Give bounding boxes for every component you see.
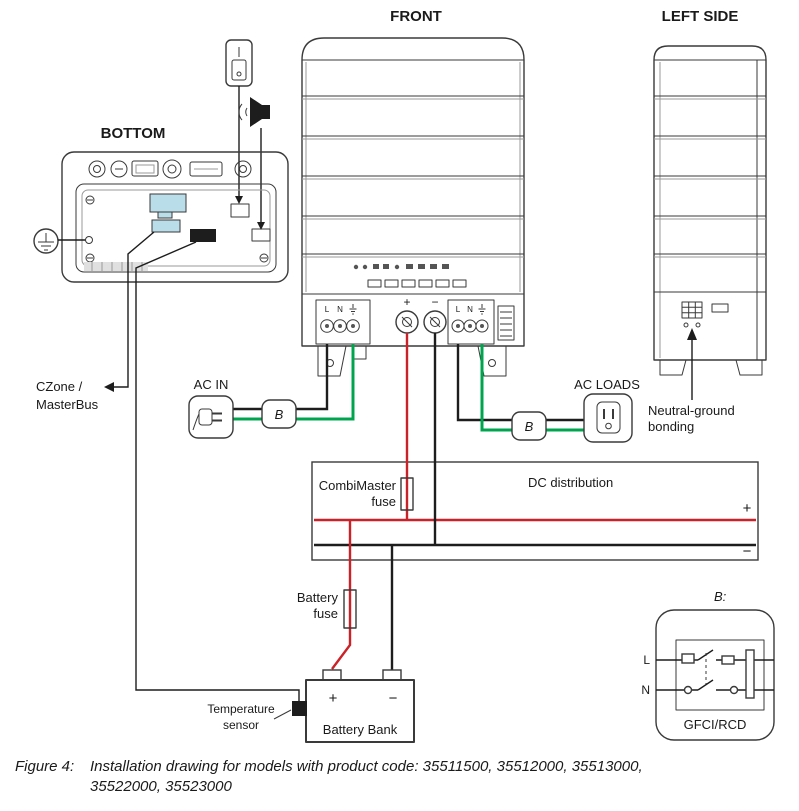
temperature-sensor-label-line1: Temperature: [207, 702, 275, 716]
battery-negative-post: [382, 669, 402, 681]
ac-in-line-wire: [233, 344, 329, 411]
front-mounting-feet: [317, 345, 507, 377]
figure-caption: Figure 4: Installation drawing for model…: [15, 758, 643, 795]
dc-bus-plus-label: +: [743, 500, 752, 517]
switch-cable-arrow: [235, 196, 243, 204]
ac-out-line-wire: [456, 344, 584, 422]
front-view-title: FRONT: [390, 8, 442, 25]
dc-distribution-outline: [311, 461, 759, 561]
battery-bank-group: + − Battery Bank Temperature sensor: [207, 669, 415, 743]
front-view: L N + − L N: [301, 37, 525, 377]
b-detail-title: B:: [714, 589, 727, 604]
temperature-sensor-label-line2: sensor: [223, 718, 259, 732]
b-inline-right: B: [511, 411, 547, 441]
dc-terminals: + −: [395, 295, 447, 334]
battery-fuse-symbol: [343, 589, 357, 629]
gfci-schematic: [656, 639, 774, 711]
speaker-port: [251, 228, 271, 242]
combimaster-fuse-label-line1: CombiMaster: [319, 478, 397, 493]
combimaster-fuse-symbol: [400, 477, 414, 511]
switch-port: [230, 203, 250, 218]
vent-grille: [84, 262, 148, 271]
battery-minus-label: −: [389, 690, 398, 707]
left-side-view: Neutral-ground bonding: [648, 45, 767, 434]
gfci-line-label: L: [643, 653, 650, 667]
caption-line2: 35522000, 35523000: [90, 778, 232, 795]
left-side-view-title: LEFT SIDE: [662, 8, 739, 25]
view-titles: FRONT LEFT SIDE BOTTOM: [101, 8, 739, 142]
battery-fuse-label-line2: fuse: [313, 606, 338, 621]
plug-icon: [192, 408, 222, 431]
remote-switch-icon: [225, 39, 253, 204]
ac-out-ground-wire: [480, 344, 584, 432]
combimaster-fuse-label-line2: fuse: [371, 494, 396, 509]
ac-input-terminal-block: L N: [315, 299, 371, 345]
front-vent-slots: [367, 279, 467, 288]
ac-loads-label: AC LOADS: [574, 377, 640, 392]
neutral-ground-label-line2: bonding: [648, 419, 694, 434]
status-indicator-row: [353, 264, 449, 270]
left-side-mounting-feet: [659, 359, 763, 376]
front-ribs: [302, 95, 524, 258]
b-box-left: [261, 399, 297, 429]
connection-panel: [75, 183, 277, 273]
dc-minus-terminal-label: −: [431, 295, 438, 309]
battery-positive-wire: [331, 520, 352, 670]
neutral-ground-arrow: [687, 328, 697, 340]
b-inline-left: B: [261, 399, 297, 429]
bottom-view-cutouts: [88, 159, 252, 179]
gfci-detail-group: B: L N GFCI/RCD: [641, 589, 775, 741]
b-box-right-label: B: [525, 419, 534, 434]
terminal-ground-icon: [349, 304, 357, 315]
gfci-neutral-label: N: [641, 683, 650, 697]
bottom-view: CZone / MasterBus: [33, 151, 300, 701]
outlet-icon: [596, 401, 621, 434]
ac-loads-group: AC LOADS: [574, 377, 640, 443]
ground-icon: [33, 228, 93, 254]
bonding-jumper-block: [681, 301, 729, 328]
neutral-ground-callout: Neutral-ground bonding: [648, 328, 735, 434]
czone-label-line2: MasterBus: [36, 397, 99, 412]
gfci-label: GFCI/RCD: [684, 717, 747, 732]
ac-in-group: AC IN: [188, 377, 234, 439]
caption-prefix: Figure 4:: [15, 758, 74, 775]
terminal-n-label: N: [337, 305, 343, 314]
left-side-housing: [653, 45, 767, 361]
b-box-right: [511, 411, 547, 441]
ac-loads-box: [583, 393, 633, 443]
bottom-view-title: BOTTOM: [101, 125, 166, 142]
ac-in-box: [188, 395, 234, 439]
battery-bank-label: Battery Bank: [323, 722, 398, 737]
speaker-cable-arrow: [257, 222, 265, 230]
temperature-sensor: [292, 701, 307, 716]
battery-plus-label: +: [329, 690, 338, 707]
battery-fuse-label-line1: Battery: [297, 590, 339, 605]
battery-positive-post: [322, 669, 342, 681]
left-side-ribs: [654, 95, 766, 258]
terminal-n-label: N: [467, 305, 473, 314]
dc-distribution-box: DC distribution + −: [311, 461, 759, 561]
sensor-connector: [190, 229, 216, 242]
terminal-l-label: L: [325, 305, 330, 314]
b-box-left-label: B: [275, 407, 284, 422]
dc-plus-terminal-label: +: [403, 295, 410, 309]
terminal-l-label: L: [456, 305, 461, 314]
ac-in-label: AC IN: [194, 377, 229, 392]
bottom-view-housing: [61, 151, 289, 283]
czone-arrow: [104, 382, 114, 392]
czone-label-line1: CZone /: [36, 379, 83, 394]
terminal-ground-icon: [478, 304, 486, 315]
comm-connector: [497, 305, 515, 341]
gfci-detail-box: [655, 609, 775, 741]
neutral-ground-label-line1: Neutral-ground: [648, 403, 735, 418]
ac-output-terminal-block: L N: [447, 299, 495, 345]
czone-cable: [104, 231, 155, 392]
alarm-speaker-icon: [238, 97, 270, 230]
temperature-sensor-cable: [135, 241, 300, 701]
dc-bus-minus-label: −: [743, 543, 752, 560]
masterbus-rj45-connector: [149, 193, 187, 233]
caption-line1: Installation drawing for models with pro…: [90, 758, 643, 775]
dc-distribution-label: DC distribution: [528, 475, 613, 490]
